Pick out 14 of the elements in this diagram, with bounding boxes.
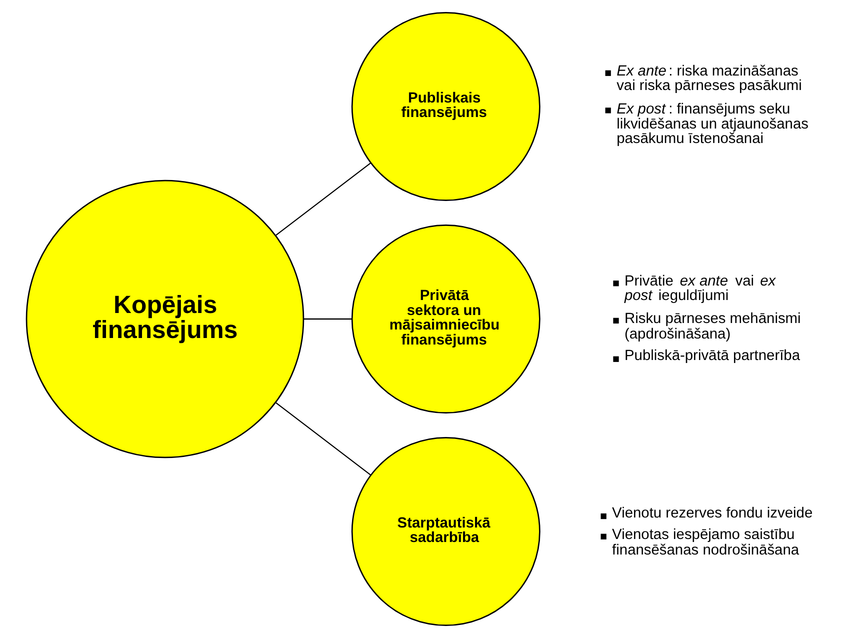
node-label: Vienotas iespējamo saistību finansēšanas nodrošināšana bbox=[612, 526, 800, 559]
node-label: Vienotu rezerves fondu izveide bbox=[612, 505, 813, 522]
node-circle: Starptautiskā sadarbība bbox=[351, 437, 540, 626]
connector bbox=[276, 162, 372, 236]
connector bbox=[304, 318, 352, 320]
node-circle: Kopējais finansējums bbox=[26, 180, 304, 458]
node-label: Ex post: finansējums seku likvidēšanas un atjaunošanas pasākumu īstenošanai bbox=[616, 102, 808, 148]
connector bbox=[276, 402, 372, 476]
node-label: Publiskā-privātā partnerība bbox=[624, 348, 800, 364]
node-circle: Privātā sektora un mājsaimniecību finansējums bbox=[351, 224, 540, 414]
node-label: Ex ante: riska mazināšanas vai riska pārneses pasākumi bbox=[616, 63, 802, 94]
node-label: Risku pārneses mehānismi (apdrošināšana) bbox=[624, 310, 801, 343]
node-label: Privātie ex ante vai ex post ieguldījumi bbox=[624, 274, 776, 304]
node-circle: Publiskais finansējums bbox=[351, 12, 540, 201]
